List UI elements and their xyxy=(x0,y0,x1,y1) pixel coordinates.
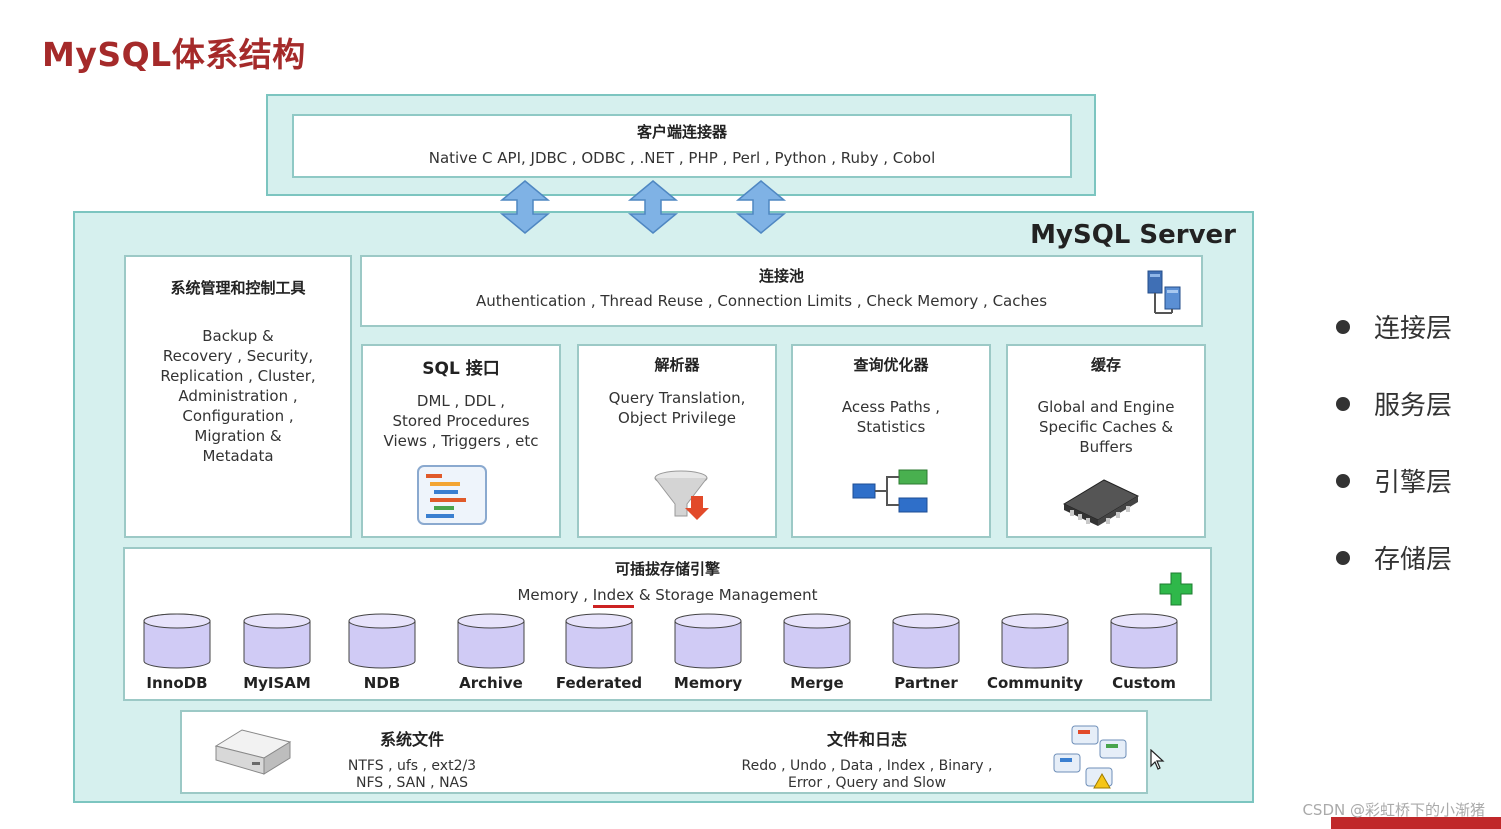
management-tools-text: Backup & Recovery , Security, Replicatio… xyxy=(160,327,316,465)
bullet-icon xyxy=(1336,473,1350,488)
engine-label: Merge xyxy=(790,674,844,692)
sql-interface-box: SQL 接口 DML , DDL , Stored Procedures Vie… xyxy=(361,344,561,538)
page-title: MySQL体系结构 xyxy=(42,35,306,74)
engine-label: Memory xyxy=(673,674,743,692)
parser-title: 解析器 xyxy=(654,356,700,374)
optimizer-text: Acess Paths , Statistics xyxy=(841,398,941,436)
sql-interface-title: SQL 接口 xyxy=(422,359,500,379)
layer-item: 引擎层 xyxy=(1336,442,1452,519)
database-cylinder-icon xyxy=(1001,613,1069,669)
database-cylinder-icon xyxy=(143,613,211,669)
database-cylinder-icon xyxy=(243,613,311,669)
layer-list: 连接层 服务层 引擎层 存储层 xyxy=(1336,288,1452,596)
database-cylinder-icon xyxy=(1110,613,1178,669)
files-and-logs-text: Redo , Undo , Data , Index , Binary , Er… xyxy=(741,758,993,791)
database-cylinder-icon xyxy=(892,613,960,669)
layer-label: 服务层 xyxy=(1374,391,1453,421)
system-files-text: NTFS , ufs , ext2/3 NFS , SAN , NAS xyxy=(347,758,477,791)
mouse-cursor-icon xyxy=(1150,749,1165,770)
cache-text: Global and Engine Specific Caches & Buff… xyxy=(1037,398,1175,456)
management-tools-title: 系统管理和控制工具 xyxy=(170,279,306,297)
engine-memory: Memory xyxy=(653,612,763,692)
engine-label: Archive xyxy=(459,674,523,692)
engine-partner: Partner xyxy=(871,612,981,692)
add-plus-icon xyxy=(1159,572,1193,606)
files-and-logs-title: 文件和日志 xyxy=(826,730,907,749)
engine-ndb: NDB xyxy=(327,612,437,692)
layer-item: 存储层 xyxy=(1336,519,1452,596)
layer-label: 存储层 xyxy=(1374,545,1453,575)
system-files: 系统文件 NTFS , ufs , ext2/3 NFS , SAN , NAS xyxy=(302,718,522,792)
client-connectors-text: Native C API, JDBC , ODBC , .NET , PHP ,… xyxy=(428,149,936,167)
optimizer-box: 查询优化器 Acess Paths , Statistics xyxy=(791,344,991,538)
connection-pool-text: Authentication , Thread Reuse , Connecti… xyxy=(475,292,1048,310)
engine-myisam: MyISAM xyxy=(222,612,332,692)
mysql-server-title: MySQL Server xyxy=(1030,220,1236,250)
tree-diagram-icon xyxy=(852,469,928,513)
system-files-title: 系统文件 xyxy=(379,730,444,749)
index-underlined: Index xyxy=(592,586,635,608)
engine-innodb: InnoDB xyxy=(122,612,232,692)
engine-custom: Custom xyxy=(1089,612,1199,692)
connection-arrows xyxy=(500,180,787,234)
cache-title: 缓存 xyxy=(1090,356,1121,374)
optimizer-title: 查询优化器 xyxy=(853,356,929,374)
connection-pool-title: 连接池 xyxy=(758,267,804,285)
funnel-icon xyxy=(654,470,709,520)
layer-label: 引擎层 xyxy=(1374,468,1453,498)
double-arrow-icon xyxy=(735,180,787,234)
parser-text: Query Translation, Object Privilege xyxy=(608,389,746,427)
engine-list: InnoDB MyISAM NDB Archive Federated Memo… xyxy=(140,612,1200,692)
database-cylinder-icon xyxy=(674,613,742,669)
footer-bar xyxy=(1331,817,1501,829)
bullet-icon xyxy=(1336,319,1350,334)
sql-interface-text: DML , DDL , Stored Procedures Views , Tr… xyxy=(383,392,539,450)
watermark: CSDN @彩虹桥下的小渐猪 xyxy=(1302,801,1485,819)
engine-merge: Merge xyxy=(762,612,872,692)
bullet-icon xyxy=(1336,550,1350,565)
cache-box: 缓存 Global and Engine Specific Caches & B… xyxy=(1006,344,1206,538)
layer-item: 连接层 xyxy=(1336,288,1452,365)
files-and-logs: 文件和日志 Redo , Undo , Data , Index , Binar… xyxy=(737,718,997,792)
engine-label: Community xyxy=(986,674,1084,692)
sql-document-icon xyxy=(417,465,487,525)
engine-federated: Federated xyxy=(544,612,654,692)
client-connectors-box: 客户端连接器 Native C API, JDBC , ODBC , .NET … xyxy=(292,114,1072,178)
server-network-icon xyxy=(1147,270,1181,314)
layer-label: 连接层 xyxy=(1374,314,1453,344)
bullet-icon xyxy=(1336,396,1350,411)
database-cylinder-icon xyxy=(783,613,851,669)
management-tools-box: 系统管理和控制工具 Backup & Recovery , Security, … xyxy=(124,255,352,538)
files-box: 系统文件 NTFS , ufs , ext2/3 NFS , SAN , NAS… xyxy=(180,710,1148,794)
storage-engines-subtitle: Memory , Index & Storage Management xyxy=(125,585,1210,608)
engine-community: Community xyxy=(980,612,1090,692)
double-arrow-icon xyxy=(500,180,551,234)
hard-drive-icon xyxy=(214,729,292,775)
engine-archive: Archive xyxy=(436,612,546,692)
parser-box: 解析器 Query Translation, Object Privilege xyxy=(577,344,777,538)
double-arrow-icon xyxy=(627,180,679,234)
client-connectors-title: 客户端连接器 xyxy=(636,123,727,141)
log-files-icon xyxy=(1053,725,1127,789)
engine-label: Partner xyxy=(894,674,958,692)
engine-label: MyISAM xyxy=(243,674,311,692)
memory-chip-icon xyxy=(1062,479,1140,526)
database-cylinder-icon xyxy=(565,613,633,669)
layer-item: 服务层 xyxy=(1336,365,1452,442)
engine-label: Custom xyxy=(1112,674,1176,692)
engine-label: Federated xyxy=(555,674,643,692)
storage-engines-title: 可插拔存储引擎 xyxy=(614,560,720,578)
engine-label: InnoDB xyxy=(146,674,208,692)
engine-label: NDB xyxy=(363,674,401,692)
connection-pool-box: 连接池 Authentication , Thread Reuse , Conn… xyxy=(360,255,1203,327)
database-cylinder-icon xyxy=(348,613,416,669)
database-cylinder-icon xyxy=(457,613,525,669)
